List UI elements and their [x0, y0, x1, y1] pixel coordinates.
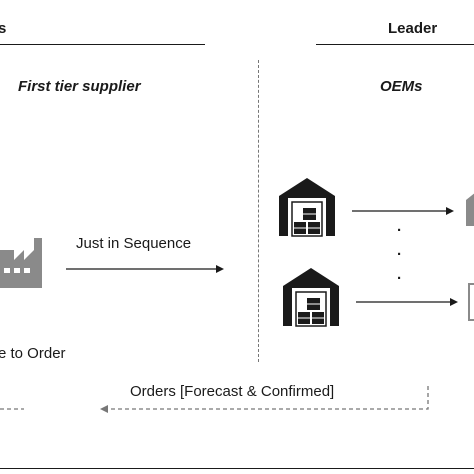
orders-arrow-tail: [0, 408, 24, 410]
header-left-label: s: [0, 20, 7, 37]
orders-arrow: [100, 386, 429, 413]
jis-arrow: [66, 265, 224, 273]
header-left-rule: [0, 44, 205, 45]
ellipsis-dot: ·: [397, 222, 402, 239]
oems-section-title: OEMs: [380, 78, 423, 95]
ellipsis-dot: ·: [397, 270, 402, 287]
ellipsis-dot: ·: [397, 246, 402, 263]
oem-arrow-top: [352, 207, 454, 215]
oem-arrow-bottom: [356, 298, 458, 306]
column-divider: [258, 60, 259, 362]
oem-plant-icon: [468, 283, 474, 321]
factory-icon: [0, 238, 42, 288]
oem-plant-icon: [466, 193, 474, 226]
supplier-section-title: First tier supplier: [18, 78, 141, 95]
header-right-rule: [316, 44, 474, 45]
orders-flow-label: Orders [Forecast & Confirmed]: [130, 383, 335, 400]
warehouse-icon: [279, 178, 335, 237]
header-right-label: Leader: [388, 20, 438, 37]
footer-rule: [0, 468, 474, 469]
jis-flow-label: Just in Sequence: [76, 235, 192, 252]
warehouse-icon: [283, 268, 339, 327]
make-to-order-label: e to Order: [0, 345, 66, 362]
